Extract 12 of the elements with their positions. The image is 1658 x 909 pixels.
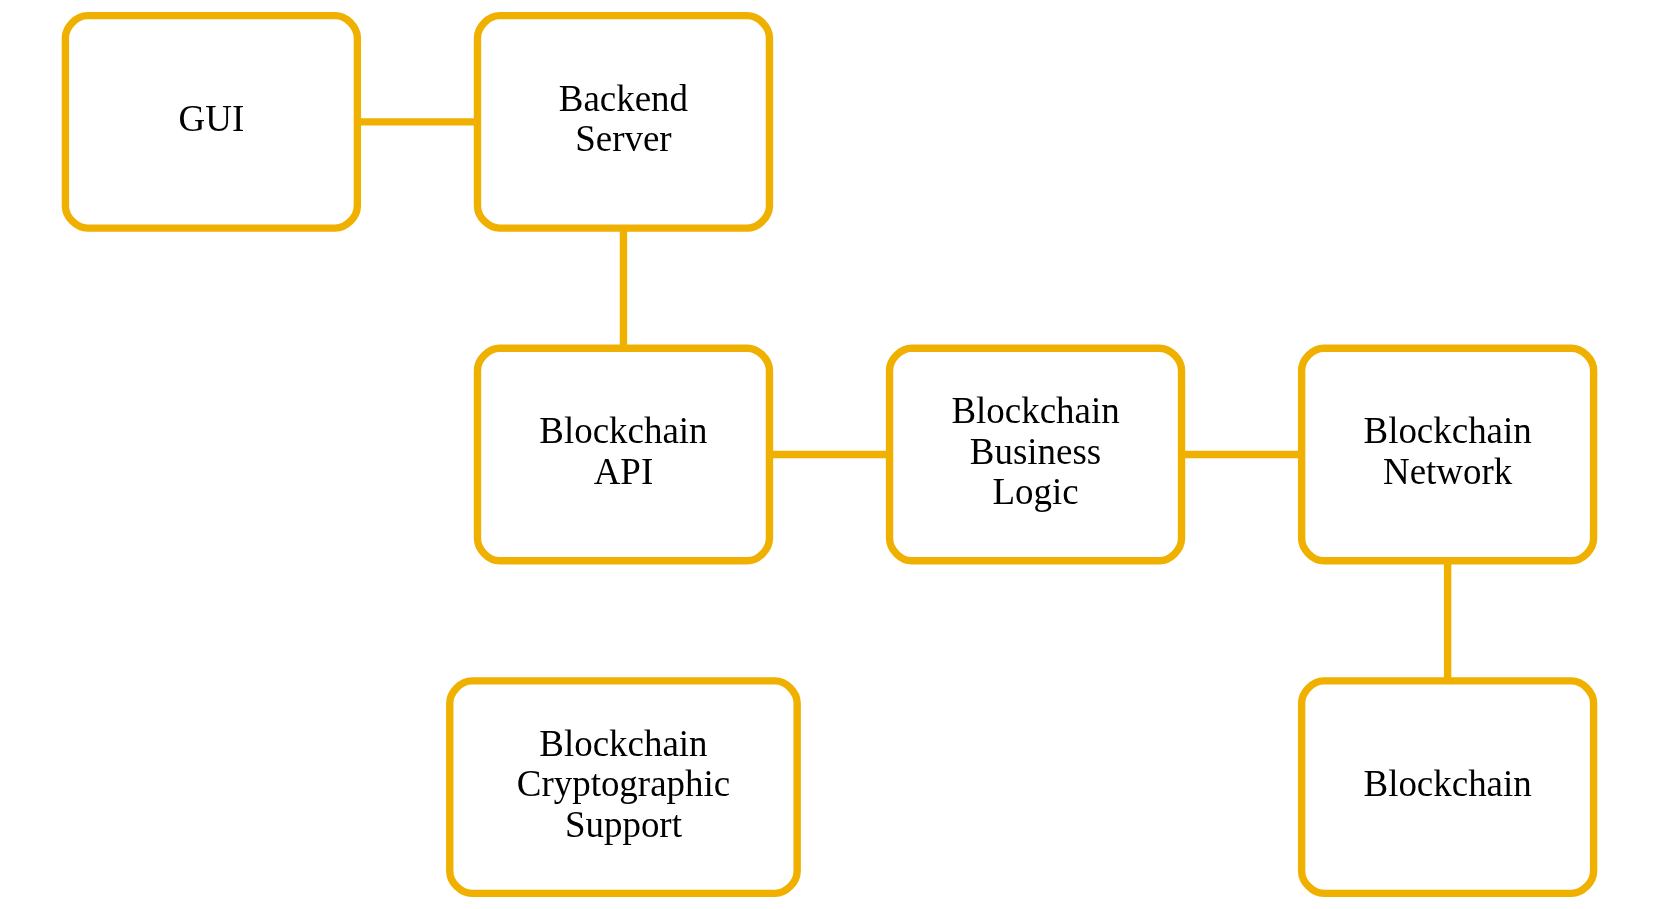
node-box: Blockchain Network bbox=[1297, 344, 1597, 565]
node-box: Blockchain API bbox=[473, 344, 773, 565]
node-box: GUI bbox=[61, 11, 361, 232]
connector bbox=[619, 228, 627, 349]
node-box: Backend Server bbox=[473, 11, 773, 232]
node-box: Blockchain Business Logic bbox=[885, 344, 1185, 565]
connector bbox=[357, 118, 477, 126]
connector bbox=[1443, 561, 1451, 681]
connector bbox=[1181, 450, 1301, 459]
connector bbox=[769, 450, 889, 459]
node-box: Blockchain Cryptographic Support bbox=[445, 677, 801, 898]
node-box: Blockchain bbox=[1297, 677, 1597, 898]
